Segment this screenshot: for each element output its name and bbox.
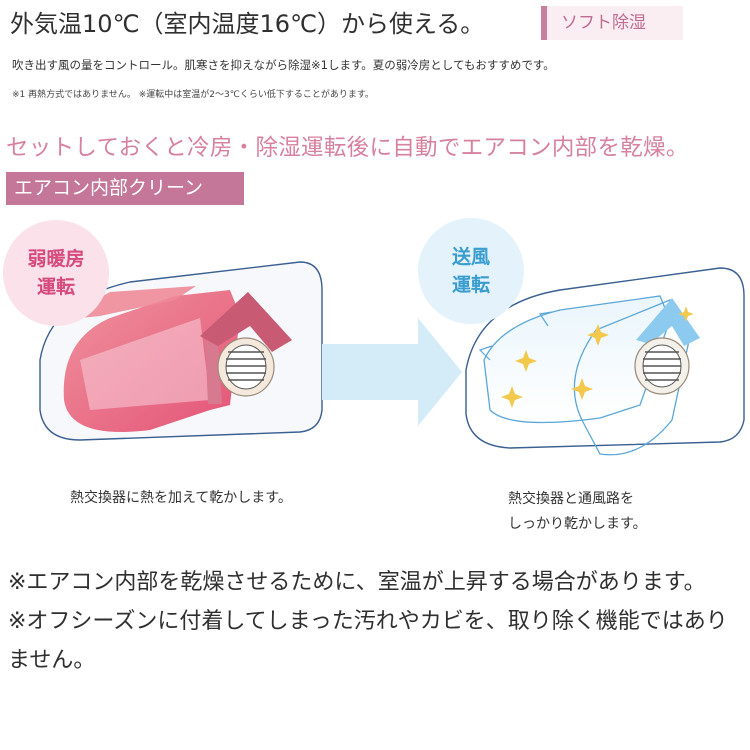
fan-mode-caption-line1: 熱交換器と通風路を <box>508 491 634 507</box>
fan-mode-badge: 送風 運転 <box>418 218 524 324</box>
right-arrow-icon <box>322 318 462 426</box>
fan-mode-caption-line2: しっかり乾かします。 <box>508 516 647 532</box>
fan-mode-label-line1: 送風 <box>451 246 490 268</box>
soft-dry-description: 吹き出す風の量をコントロール。肌寒さを抑えながら除湿※1します。夏の弱冷房として… <box>12 58 555 72</box>
soft-dry-note: ※1 再熱方式ではありません。 ※運転中は室温が2～3℃くらい低下することがあり… <box>12 90 374 100</box>
fan-mode-caption: 熱交換器と通風路を しっかり乾かします。 <box>508 487 647 537</box>
internal-clean-tag: エアコン内部クリーン <box>6 172 244 205</box>
footnote-not-mold-removal: ※オフシーズンに付着してしまった汚れやカビを、取り除く機能ではありません。 <box>8 609 728 673</box>
sparkle-icons <box>501 306 694 408</box>
fan-mode-label-line2: 運転 <box>451 274 490 296</box>
page-headline: 外気温10℃（室内温度16℃）から使える。 <box>10 10 485 38</box>
clean-headline: セットしておくと冷房・除湿運転後に自動でエアコン内部を乾燥。 <box>6 135 689 161</box>
weak-heating-label-line2: 運転 <box>36 276 75 298</box>
weak-heating-caption: 熱交換器に熱を加えて乾かします。 <box>70 490 292 506</box>
footnotes: ※エアコン内部を乾燥させるために、室温が上昇する場合があります。 ※オフシーズン… <box>8 563 744 680</box>
weak-heating-label-line1: 弱暖房 <box>27 248 85 270</box>
warm-aircon-illustration <box>39 261 323 441</box>
fan-aircon-illustration <box>465 267 745 456</box>
soft-dry-tag: ソフト除湿 <box>541 6 683 40</box>
footnote-temperature-rise: ※エアコン内部を乾燥させるために、室温が上昇する場合があります。 <box>8 570 706 595</box>
weak-heating-badge: 弱暖房 運転 <box>3 220 109 326</box>
